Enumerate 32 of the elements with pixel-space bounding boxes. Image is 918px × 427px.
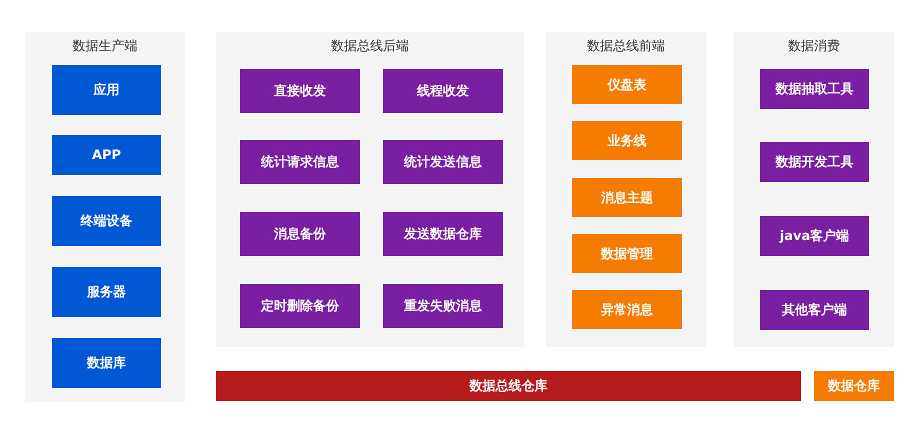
process-box: 数据开发工具 (760, 142, 869, 182)
process-box: 直接收发 (240, 69, 360, 113)
panel-title: 数据生产端 (72, 38, 138, 55)
panel-title: 数据总线前端 (586, 38, 666, 55)
panel (216, 32, 524, 347)
process-box: 数据抽取工具 (760, 69, 869, 109)
process-box: 消息备份 (240, 212, 360, 256)
panel (25, 32, 185, 402)
panel-title: 数据总线后端 (330, 38, 410, 55)
process-box: 数据库 (52, 338, 161, 388)
storage-bar: 数据总线仓库 (216, 371, 801, 401)
process-box: 消息主题 (572, 178, 682, 217)
panel (734, 32, 894, 347)
process-box: APP (52, 135, 161, 175)
process-box: 统计请求信息 (240, 140, 360, 184)
process-box: 终端设备 (52, 196, 161, 246)
process-box: 仪盘表 (572, 65, 682, 104)
panel-title: 数据消费 (787, 38, 841, 55)
process-box: 重发失败消息 (383, 284, 503, 328)
process-box: java客户端 (760, 216, 869, 256)
process-box: 业务线 (572, 121, 682, 160)
process-box: 数据管理 (572, 234, 682, 273)
process-box: 线程收发 (383, 69, 503, 113)
process-box: 其他客户端 (760, 290, 869, 330)
process-box: 服务器 (52, 267, 161, 317)
panel (546, 32, 706, 347)
process-box: 应用 (52, 65, 161, 115)
process-box: 数据仓库 (814, 371, 894, 401)
process-box: 定时删除备份 (240, 284, 360, 328)
process-box: 异常消息 (572, 290, 682, 329)
process-box: 发送数据仓库 (383, 212, 503, 256)
process-box: 统计发送信息 (383, 140, 503, 184)
